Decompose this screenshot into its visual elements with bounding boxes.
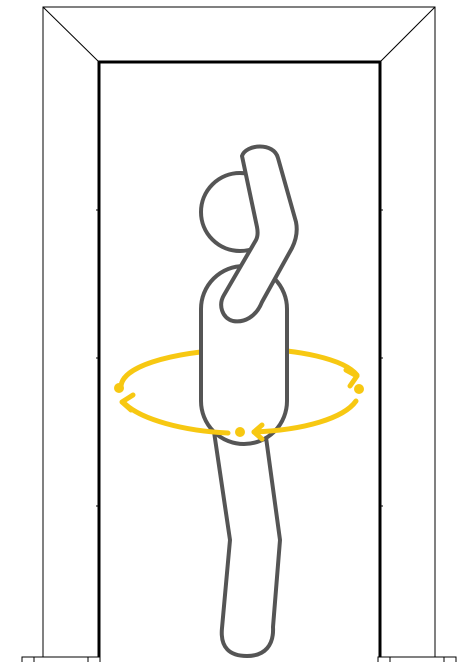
rotation-arrowhead-left: [122, 395, 133, 410]
booth-foot-right: [378, 657, 456, 662]
rotation-arrowhead-right: [346, 370, 357, 386]
rotation-dot-right: [354, 384, 364, 394]
booth-foot-left: [22, 657, 100, 662]
rotation-dot-left: [114, 383, 124, 393]
person-figure-icon: [201, 147, 297, 657]
rotation-dot-bottom: [235, 427, 245, 437]
booth-corner-line-left: [43, 7, 99, 62]
booth-corner-line-right: [380, 7, 435, 62]
person-legs: [213, 425, 280, 656]
